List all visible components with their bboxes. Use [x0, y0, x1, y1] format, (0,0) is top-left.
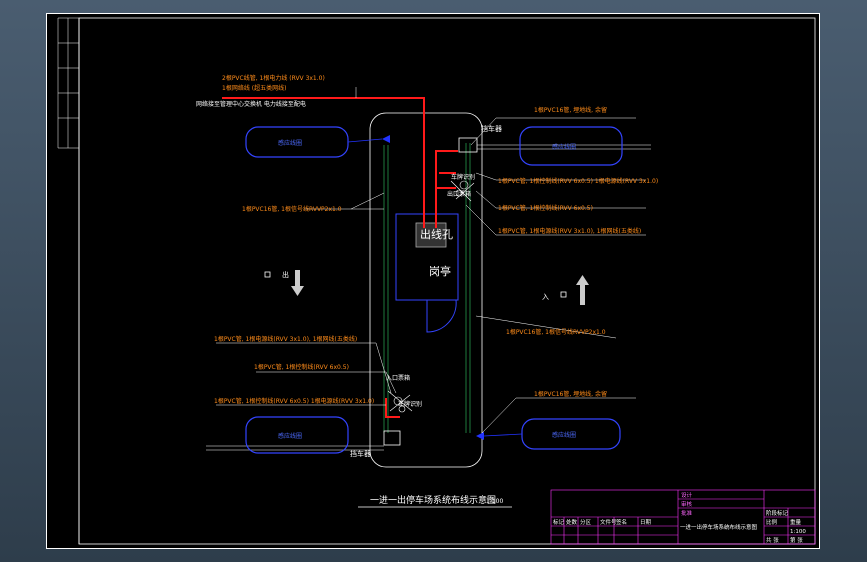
cad-diagram: 岗亭 出线孔 挡车器 挡车器 感应线圈 感应线圈 感应线圈 感应线圈: [46, 13, 820, 549]
device-label: 车牌识别: [398, 400, 422, 408]
loop-label: 感应线圈: [552, 431, 576, 439]
binding-strip: [57, 17, 79, 149]
cable-hole-label: 出线孔: [420, 227, 453, 241]
loop-bottom-left: [245, 416, 349, 454]
annotation-left-a: 1根PVC管, 1根电源线(RVV 3x1.0), 1根网线(五类线): [214, 335, 357, 343]
title-block: [550, 489, 816, 545]
loop-lead: [347, 138, 383, 143]
tb-review: 审核: [681, 500, 693, 508]
tb-row-label: 分区: [580, 518, 592, 526]
device-label: 出口票箱: [447, 190, 471, 198]
loop-label: 感应线圈: [278, 432, 302, 440]
annotation-right-bottom: 1根PVC16管, 埋地线, 余留: [534, 390, 607, 398]
tb-design: 设计: [681, 491, 693, 499]
exit-label: 出: [282, 270, 289, 279]
island-signal-lines: [383, 143, 471, 433]
loop-top-right: [519, 126, 623, 166]
tb-row-label: 日期: [640, 519, 652, 526]
entrance-label: 入: [542, 293, 549, 301]
device-label: 车牌识别: [451, 173, 475, 181]
annotation-right-b: 1根PVC管, 1根控制线(RVV 6x0.5): [498, 204, 593, 212]
exit-marker: [264, 271, 271, 278]
inner-frame: [78, 17, 816, 545]
device-cluster-bottom: [387, 390, 413, 413]
tb-row-label: 处数: [566, 518, 578, 526]
diagram-scale: 1:100: [486, 498, 503, 505]
annotation-right-c: 1根PVC管, 1根电源线(RVV 3x1.0), 1根网线(五类线): [498, 227, 641, 235]
tb-right-label: 共 张: [766, 536, 779, 544]
tb-approve: 批准: [681, 509, 693, 517]
barrier-label-top: 挡车器: [481, 124, 502, 133]
tb-right-label: 第 张: [790, 536, 803, 544]
tb-right-label: 重量: [790, 518, 802, 526]
annotation-right-a: 1根PVC管, 1根控制线(RVV 6x0.5) 1根电源线(RVV 3x1.0…: [498, 177, 658, 185]
loop-terminal-icon: [382, 135, 390, 143]
device-cluster-top: [450, 180, 475, 202]
tb-row-label: 标记: [553, 518, 565, 526]
barrier-box-bottom: [383, 430, 401, 446]
loop-label: 感应线圈: [552, 143, 576, 151]
annotation-left-mid: 1根PVC16管, 1根信号线RVVP2x1.0: [242, 205, 342, 213]
tb-scale-value: 1:100: [790, 529, 806, 535]
booth-label: 岗亭: [429, 264, 451, 278]
driveway-island: [369, 112, 483, 468]
device-label: 入口票箱: [386, 374, 410, 382]
loop-lead: [483, 433, 523, 437]
annotation-top-power-2: 1根网络线 (超五类网线): [222, 84, 286, 92]
tb-right-label: 阶段标记: [766, 509, 789, 517]
barrier-label-bottom: 挡车器: [350, 449, 371, 458]
annotation-left-b: 1根PVC管, 1根控制线(RVV 6x0.5): [254, 363, 349, 371]
annotation-top-power-1: 2根PVC线管, 1根电力线 (RVV 3x1.0): [222, 74, 325, 82]
annotation-right-top: 1根PVC16管, 埋地线, 余留: [534, 106, 607, 114]
annotation-right-mid: 1根PVC16管, 1根信号线RVVP2x1.0: [506, 328, 606, 336]
entrance-arrow-icon: [576, 275, 589, 305]
cable-hole: [415, 222, 447, 248]
tb-drawing-name: 一进一出停车场系统布线示意图: [680, 523, 758, 531]
annotation-left-c: 1根PVC管, 1根控制线(RVV 6x0.5) 1根电源线(RVV 3x1.0…: [214, 397, 374, 405]
leader-lines: [216, 87, 646, 434]
outer-frame: [46, 13, 820, 549]
barrier-box-top: [458, 137, 478, 153]
tb-right-label: 比例: [766, 518, 778, 526]
tb-row-label: 文件号: [600, 518, 617, 526]
exit-arrow-icon: [291, 270, 304, 296]
annotation-top-white: 网络接至管理中心交换机 电力线接至配电: [196, 100, 306, 108]
loop-terminal-icon: [476, 432, 484, 440]
drawing-sheet: 岗亭 出线孔 挡车器 挡车器 感应线圈 感应线圈 感应线圈 感应线圈: [46, 13, 820, 549]
loop-label: 感应线圈: [278, 139, 302, 147]
entrance-marker: [560, 291, 567, 298]
diagram-title: 一进一出停车场系统布线示意图: [370, 494, 496, 506]
booth-door: [426, 299, 457, 333]
power-network-line: [222, 97, 458, 418]
tb-row-label: 签名: [616, 518, 627, 526]
